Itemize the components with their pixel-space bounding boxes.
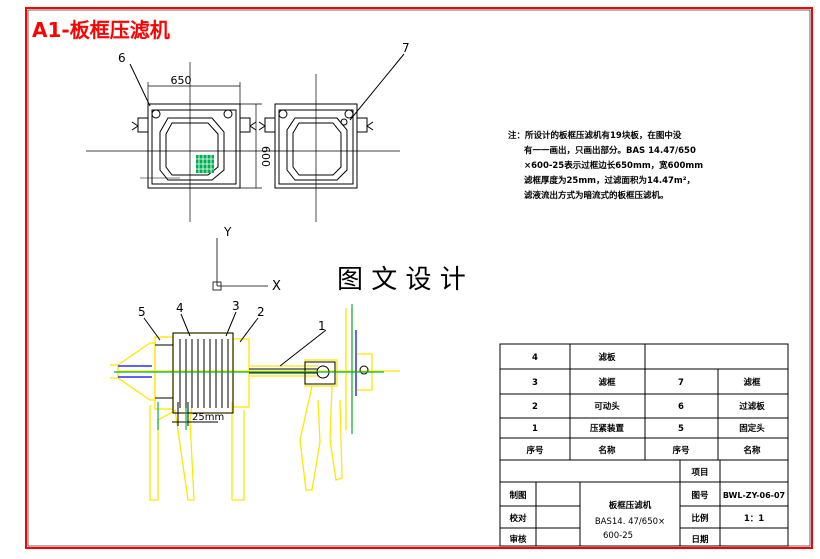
header-name: 名称	[598, 445, 616, 456]
header-name-2: 名称	[743, 445, 761, 456]
row1-name: 滤板	[598, 352, 616, 363]
inner-frame	[27, 9, 811, 547]
row4-no: 1	[532, 424, 538, 434]
row3-name: 可动头	[594, 401, 620, 412]
drawing-name-3: 600-25	[603, 531, 633, 541]
note-line-3: ×600-25表示过框边长650mm，宽600mm	[524, 160, 703, 171]
callout-5: 5	[138, 305, 146, 319]
row4-name-b: 固定头	[739, 423, 765, 434]
drawing-no-label: 图号	[691, 491, 709, 501]
row3-name-b: 过滤板	[739, 401, 765, 412]
header-no: 序号	[525, 445, 544, 456]
design-note: 注：所设计的板框压滤机有19块板，在图中没 有一一画出，只画出部分。BAS 14…	[508, 130, 703, 201]
axis-x-label: X	[272, 279, 281, 294]
drawing-name-2: BAS14. 47/650×	[595, 517, 665, 527]
date-label: 日期	[691, 534, 709, 545]
callout-6: 6	[118, 51, 126, 65]
filter-cloth-marker	[196, 155, 214, 173]
note-line-5: 滤液流出方式为暗流式的板框压滤机。	[524, 190, 669, 201]
callout-2: 2	[257, 305, 265, 319]
row2-name-b: 滤框	[743, 377, 761, 388]
front-view-left	[86, 62, 302, 222]
drawing-name-1: 板框压滤机	[609, 500, 652, 511]
front-view-right	[258, 53, 405, 222]
parts-table: 4 滤板 3 滤框 7 滤框 2 可动头 6 过滤板 1 压紧装置 5 固定头 …	[525, 352, 765, 456]
callout-3: 3	[232, 299, 240, 313]
dim-thickness-label: 25mm	[192, 412, 224, 423]
row1-no: 4	[532, 353, 538, 363]
scale-value: 1：1	[744, 514, 764, 524]
dim-height-label: 600	[259, 146, 272, 167]
drawn-label: 制图	[509, 490, 526, 501]
note-line-4: 滤框厚度为25mm，过滤面积为14.47m²，	[524, 175, 695, 186]
note-line-1: 注：所设计的板框压滤机有19块板，在图中没	[508, 130, 682, 141]
sheet-title: A1-板框压滤机	[32, 18, 170, 42]
row2-no-b: 7	[678, 378, 684, 388]
row4-no-b: 5	[678, 424, 684, 434]
side-view	[110, 304, 400, 501]
axis-y-label: Y	[223, 225, 232, 239]
title-block: 项目 制图 校对 审核 板框压滤机 BAS14. 47/650× 600-25 …	[509, 468, 785, 545]
row2-name: 滤框	[598, 377, 616, 388]
sheet-border	[25, 7, 813, 549]
row3-no-b: 6	[678, 402, 684, 412]
row3-no: 2	[532, 402, 538, 412]
watermark: 图 文 设 计	[337, 265, 466, 295]
project-label: 项目	[691, 468, 708, 478]
review-label: 审核	[509, 534, 527, 545]
ucs-axis	[212, 238, 268, 291]
note-line-2: 有一一画出，只画出部分。BAS 14.47/650	[524, 145, 696, 156]
parts-table-grid	[499, 343, 789, 547]
callout-4: 4	[176, 301, 184, 315]
check-label: 校对	[509, 513, 527, 524]
row4-name: 压紧装置	[590, 423, 625, 434]
callout-7: 7	[402, 41, 410, 55]
row2-no: 3	[532, 378, 538, 388]
scale-label: 比例	[691, 513, 709, 524]
dim-width-label: 650	[171, 74, 192, 87]
header-no-2: 序号	[671, 445, 690, 456]
drawing-no: BWL-ZY-06-07	[723, 491, 785, 500]
callout-1: 1	[318, 319, 326, 333]
